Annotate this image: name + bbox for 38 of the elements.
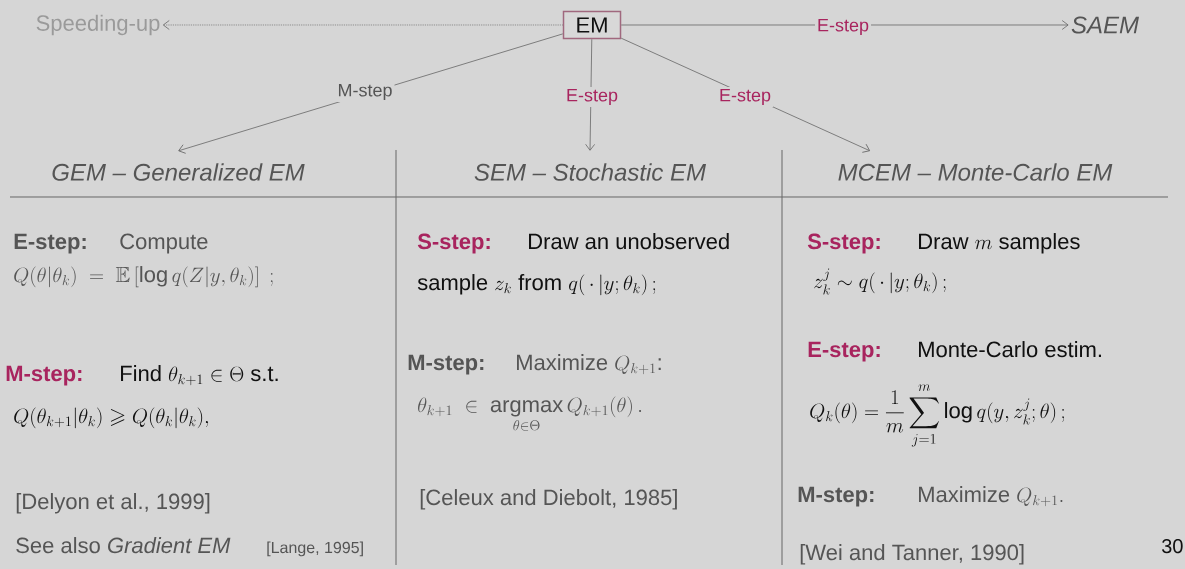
arrow xyxy=(585,38,595,151)
description-text: Monte-Carlo estim. xyxy=(919,341,1101,358)
formula: $\theta_{k+1} \;\in\; \operatorname*{argmax}_{\theta\in\Theta} Q_{k+1}(\theta)\,.$ xyxy=(418,396,642,431)
step-label: M-step: xyxy=(408,354,484,375)
step-label: S-step: xyxy=(417,233,490,254)
step-label: M-step: xyxy=(798,486,874,507)
citation: [Celeux and Diebolt, 1985] xyxy=(420,489,677,510)
method-heading: GEM – Generalized EM xyxy=(52,163,305,181)
arrow xyxy=(620,20,1069,30)
citation: [Delyon et al., 1999] xyxy=(16,493,210,514)
method-heading: SEM – Stochastic EM xyxy=(474,163,707,181)
step-label: E-step: xyxy=(808,341,880,362)
arrow xyxy=(162,20,564,30)
formula: $\text{sample } z_k \text{ from } q(\,\cdot\,|y;\theta_k)\,;$ xyxy=(417,274,656,296)
step-label: S-step: xyxy=(807,233,880,254)
edge-label: E-step xyxy=(717,86,773,108)
description-text: Compute xyxy=(120,233,208,254)
description-text: Draw an unobserved xyxy=(529,233,729,250)
method-box: EM xyxy=(562,10,622,40)
formula: $\text{Maximize } Q_{k+1}.$ xyxy=(919,486,1063,507)
step-label: M-step: xyxy=(6,365,82,386)
formula: $Q_k(\theta) = \frac{1}{m}\sum_{j=1}^{m}\log q(y,z_k^j;\theta)\,;$ xyxy=(810,384,1064,447)
formula: $z_k^j \sim q(\,\cdot\,|y;\theta_k)\,;$ xyxy=(814,268,946,295)
citation: [Wei and Tanner, 1990] xyxy=(800,544,1024,565)
formula: $\text{Find } \theta_{k+1}\in\Theta\text{ s.t.}$ xyxy=(121,365,278,386)
formula: $\text{Draw } m \text{ samples}$ xyxy=(919,233,1080,254)
formula: $Q(\theta|\theta_k) \;=\; \mathbb{E}\left[\log q(Z|y,\theta_k)\right]\;;$ xyxy=(14,266,273,288)
note-text: See also Gradient EM xyxy=(16,537,231,554)
step-label: E-step: xyxy=(14,233,86,254)
method-text: Speeding-up xyxy=(36,14,160,36)
formula: $\text{Maximize } Q_{k+1}\text{:}$ xyxy=(517,354,661,375)
citation: [Lange, 1995] xyxy=(267,541,363,557)
edge-label: E-step xyxy=(564,86,620,108)
page-number: 30 xyxy=(1161,539,1183,554)
method-heading: MCEM – Monte-Carlo EM xyxy=(838,163,1113,181)
formula: $Q(\theta_{k+1}|\theta_k) \geqslant Q(\theta_k|\theta_k),$ xyxy=(14,407,209,429)
method-text: SAEM xyxy=(1071,16,1139,34)
arrow xyxy=(178,33,564,154)
